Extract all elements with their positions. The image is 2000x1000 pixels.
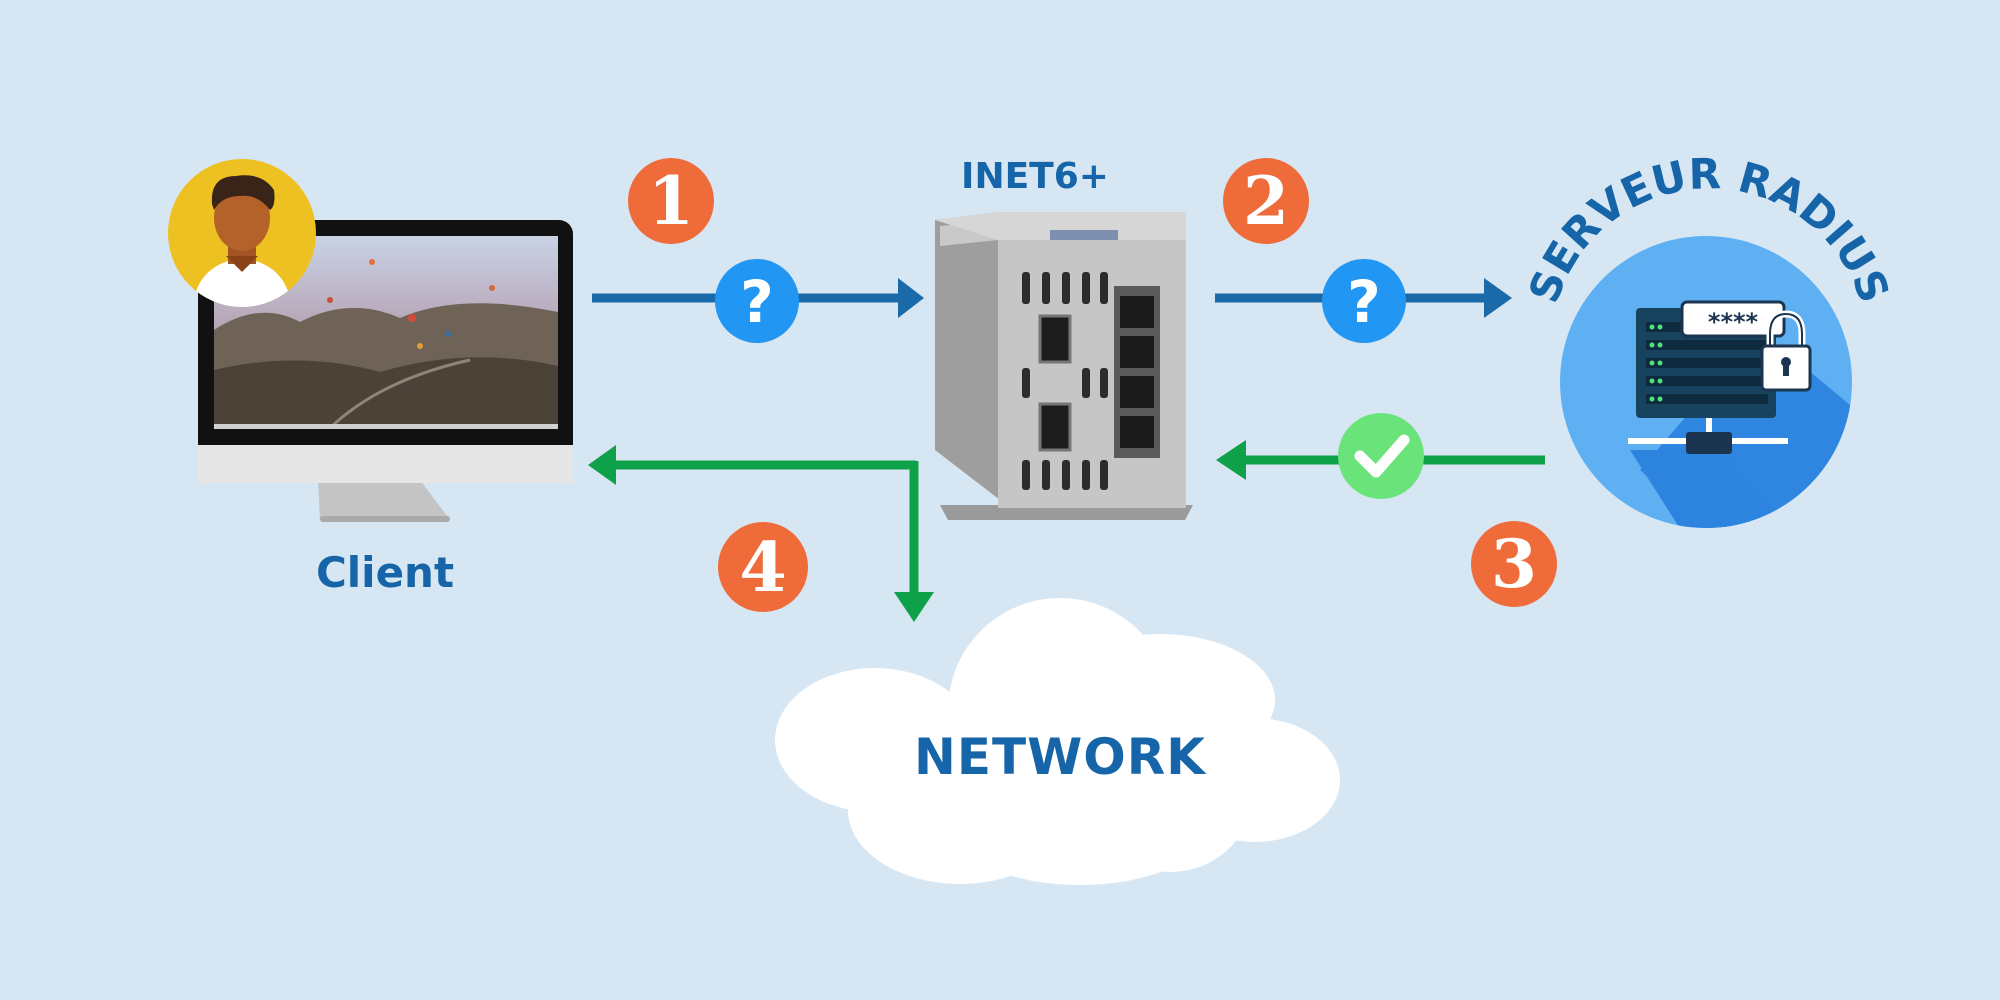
svg-text:1: 1 bbox=[648, 162, 694, 240]
svg-text:3: 3 bbox=[1491, 525, 1537, 603]
device-label: INET6+ bbox=[961, 156, 1109, 197]
arrow-device-to-client-and-network bbox=[588, 445, 934, 622]
cloud-icon bbox=[775, 598, 1340, 885]
network-label: NETWORK bbox=[913, 728, 1206, 786]
svg-text:4: 4 bbox=[739, 528, 786, 608]
question-icon: ? bbox=[740, 268, 774, 336]
lock-icon bbox=[1760, 310, 1812, 392]
step-badge-2: 2 bbox=[1223, 158, 1309, 244]
step-badge-3: 3 bbox=[1471, 521, 1557, 607]
client-label: Client bbox=[315, 548, 455, 597]
monitor-icon bbox=[198, 220, 573, 522]
server-rack-icon: **** bbox=[1560, 236, 1852, 528]
step-badge-1: 1 bbox=[628, 158, 714, 244]
svg-text:2: 2 bbox=[1243, 162, 1289, 240]
query-badge-2: ? bbox=[1322, 259, 1406, 343]
query-badge-1: ? bbox=[715, 259, 799, 343]
checkmark-icon bbox=[1354, 434, 1410, 478]
svg-text:****: **** bbox=[1708, 308, 1759, 336]
user-avatar-icon bbox=[168, 159, 316, 307]
approval-badge bbox=[1338, 413, 1424, 499]
question-icon: ? bbox=[1347, 268, 1381, 336]
step-badge-4: 4 bbox=[718, 522, 808, 612]
switch-device-icon bbox=[935, 212, 1193, 520]
